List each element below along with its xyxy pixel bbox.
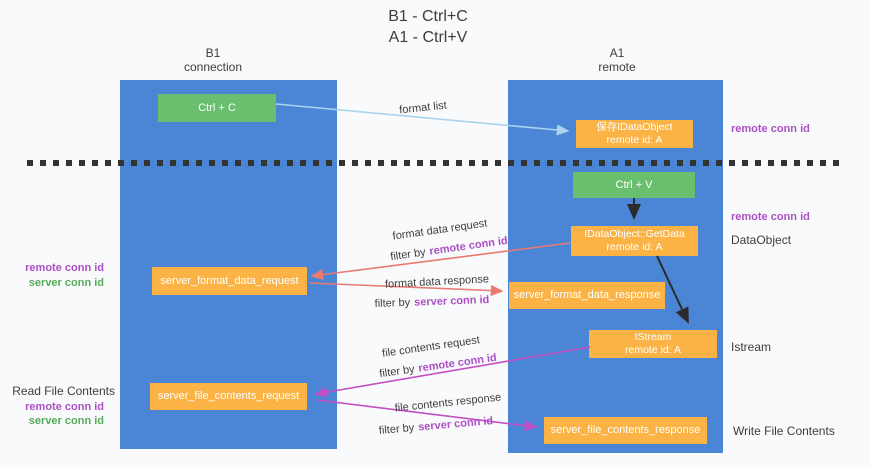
label-istream: Istream xyxy=(731,340,772,354)
node-server-format-data-response-label: server_format_data_response xyxy=(513,289,661,301)
column-a1-role: remote xyxy=(598,60,636,74)
label-read-file-contents: Read File Contents xyxy=(12,384,115,398)
node-server-file-contents-response: server_file_contents_response xyxy=(544,417,707,444)
node-ctrl-v-label: Ctrl + V xyxy=(615,178,653,191)
label-file-contents-response-text: file contents response xyxy=(394,391,502,415)
server-conn-id-accent: server conn id xyxy=(413,294,490,309)
node-getdata: IDataObject::GetData remote id: A xyxy=(571,226,698,256)
node-save-dataobject-line2: remote id: A xyxy=(606,134,663,146)
node-server-format-data-response: server_format_data_response xyxy=(509,282,665,309)
server-conn-id-accent: server conn id xyxy=(417,415,494,434)
column-header-a1: A1 remote xyxy=(598,46,635,74)
label-format-list-text: format list xyxy=(398,99,448,117)
node-save-dataobject: 保存IDataObject remote id: A xyxy=(576,120,693,148)
node-server-format-data-request: server_format_data_request xyxy=(152,267,307,295)
node-getdata-line1: IDataObject::GetData xyxy=(584,228,685,240)
remote-conn-id-accent: remote conn id xyxy=(417,351,498,375)
label-remote-conn-id-left-2: remote conn id xyxy=(25,401,104,413)
label-remote-conn-id-left-1: remote conn id xyxy=(25,262,104,274)
label-server-conn-id-left-2: server conn id xyxy=(28,415,104,427)
column-b1-role: connection xyxy=(183,60,243,74)
label-dataobject: DataObject xyxy=(731,233,792,247)
node-istream: IStream remote id: A xyxy=(589,330,717,358)
node-istream-line1: IStream xyxy=(634,331,672,343)
remote-conn-id-accent: remote conn id xyxy=(428,234,509,258)
node-ctrl-v: Ctrl + V xyxy=(573,172,695,198)
node-getdata-line2: remote id: A xyxy=(606,241,663,253)
label-file-contents-response: file contents response xyxy=(394,391,502,414)
label-server-conn-id-left-1: server conn id xyxy=(28,277,104,289)
diagram-title: B1 - Ctrl+C A1 - Ctrl+V xyxy=(388,6,468,48)
column-header-b1: B1 connection xyxy=(184,46,242,74)
node-ctrl-c-label: Ctrl + C xyxy=(198,101,236,114)
session-divider-dashed xyxy=(27,160,844,166)
node-istream-line2: remote id: A xyxy=(624,344,682,356)
node-server-file-contents-response-label: server_file_contents_response xyxy=(550,424,701,436)
label-format-data-response: format data response xyxy=(385,273,489,290)
label-format-data-response-text: format data response xyxy=(384,273,490,291)
title-line-1: B1 - Ctrl+C xyxy=(388,8,468,25)
label-format-list: format list xyxy=(399,100,448,117)
filter-by-text: filter by xyxy=(389,246,427,264)
column-a1-name: A1 xyxy=(609,46,625,60)
column-b1-name: B1 xyxy=(205,46,221,60)
node-server-file-contents-request: server_file_contents_request xyxy=(150,383,307,410)
filter-by-text: filter by xyxy=(378,363,416,381)
node-server-file-contents-request-label: server_file_contents_request xyxy=(157,390,300,402)
title-line-2: A1 - Ctrl+V xyxy=(388,29,468,46)
label-write-file-contents: Write File Contents xyxy=(733,424,835,438)
node-server-format-data-request-label: server_format_data_request xyxy=(160,274,299,287)
node-save-dataobject-line1: 保存IDataObject xyxy=(596,121,673,133)
label-remote-conn-id-right-1: remote conn id xyxy=(731,123,810,135)
label-remote-conn-id-right-2: remote conn id xyxy=(731,211,810,223)
node-ctrl-c: Ctrl + C xyxy=(158,94,276,122)
filter-by-text: filter by xyxy=(378,421,415,437)
filter-by-text: filter by xyxy=(374,296,411,310)
